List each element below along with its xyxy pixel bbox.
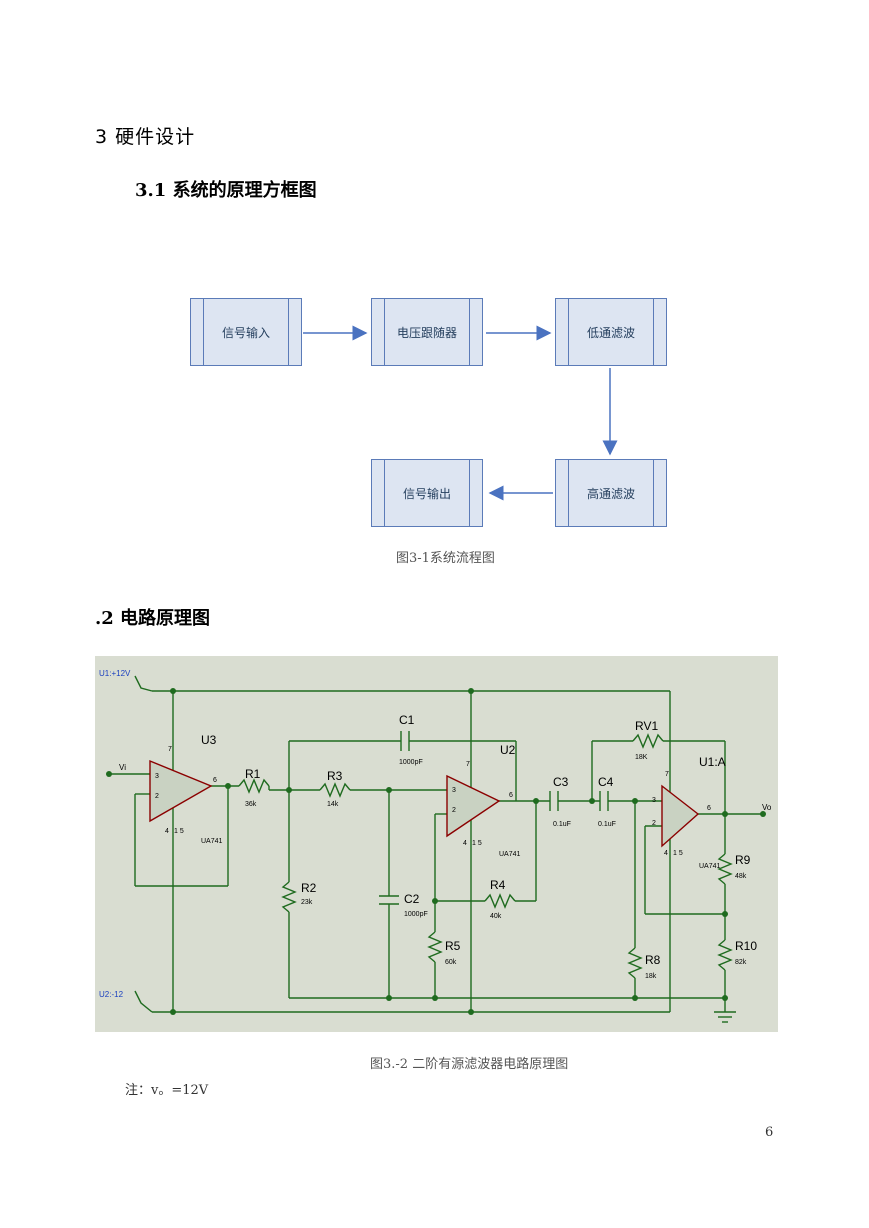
r3-value: 14k [327, 801, 339, 808]
r3-ref: R3 [327, 769, 343, 783]
flow-box-lowpass: 低通滤波 [555, 298, 667, 366]
r9-ref: R9 [735, 853, 751, 867]
opamp-u1-label: U1:A [699, 755, 726, 769]
rv1-ref: RV1 [635, 719, 658, 733]
r2-value: 23k [301, 899, 313, 906]
opamp-u1-part: UA741 [699, 863, 721, 870]
opamp-pin-number: 6 [509, 792, 513, 799]
opamp-pin-number: 7 [168, 746, 172, 753]
opamp-pin-number: 3 [452, 787, 456, 794]
r5-value: 60k [445, 959, 457, 966]
opamp-u3-part: UA741 [201, 838, 223, 845]
rv1-value: 18K [635, 754, 648, 761]
opamp-pin-number: 1 5 [472, 840, 482, 847]
flow-box-voltage-follower: 电压跟随器 [371, 298, 483, 366]
flowchart-caption: 图3-1系统流程图 [396, 551, 495, 566]
chapter-heading: 3 硬件设计 [95, 126, 196, 148]
r1-ref: R1 [245, 767, 261, 781]
r5-ref: R5 [445, 939, 461, 953]
opamp-pin-number: 3 [155, 773, 159, 780]
output-label: Vo [762, 803, 772, 812]
r9-value: 48k [735, 873, 747, 880]
c1-ref: C1 [399, 713, 415, 727]
circuit-schematic: U1:+12V U2:-12 Vi Vo U3 UA741 U2 UA741 U… [95, 656, 778, 1032]
opamp-pin-number: 1 5 [673, 850, 683, 857]
r8-ref: R8 [645, 953, 661, 967]
section-heading-block-diagram: 3.1 系统的原理方框图 [135, 180, 317, 201]
opamp-pin-number: 6 [213, 777, 217, 784]
opamp-pin-number: 6 [707, 805, 711, 812]
opamp-u2-label: U2 [500, 743, 516, 757]
supply-pos-label: U1:+12V [99, 669, 131, 678]
circuit-caption: 图3.-2 二阶有源滤波器电路原理图 [370, 1057, 569, 1072]
opamp-pin-number: 4 [664, 850, 668, 857]
r8-value: 18k [645, 973, 657, 980]
c4-ref: C4 [598, 775, 614, 789]
note: 注：v。=12V [125, 1083, 209, 1098]
flow-box-signal-output: 信号输出 [371, 459, 483, 527]
opamp-pin-number: 2 [155, 793, 159, 800]
opamp-u1-symbol [661, 784, 700, 848]
r1-value: 36k [245, 801, 257, 808]
opamp-u2-symbol [446, 774, 501, 838]
page-number: 6 [765, 1125, 774, 1140]
opamp-pin-number: 4 [165, 828, 169, 835]
opamp-pin-number: 2 [652, 820, 656, 827]
opamp-pin-number: 2 [452, 807, 456, 814]
c2-ref: C2 [404, 892, 420, 906]
c2-value: 1000pF [404, 911, 428, 918]
c3-value: 0.1uF [553, 821, 571, 828]
supply-neg-label: U2:-12 [99, 990, 124, 999]
opamp-u2-part: UA741 [499, 851, 521, 858]
flow-box-highpass: 高通滤波 [555, 459, 667, 527]
r4-ref: R4 [490, 878, 506, 892]
opamp-pin-number: 3 [652, 797, 656, 804]
flow-box-signal-input: 信号输入 [190, 298, 302, 366]
r10-ref: R10 [735, 939, 757, 953]
opamp-pin-number: 4 [463, 840, 467, 847]
c1-value: 1000pF [399, 759, 423, 766]
section-heading-circuit: .2 电路原理图 [95, 608, 211, 629]
opamp-pin-number: 7 [466, 761, 470, 768]
r4-value: 40k [490, 913, 502, 920]
opamp-pin-number: 1 5 [174, 828, 184, 835]
c3-ref: C3 [553, 775, 569, 789]
opamp-u3-label: U3 [201, 733, 217, 747]
c4-value: 0.1uF [598, 821, 616, 828]
input-label: Vi [119, 763, 126, 772]
r2-ref: R2 [301, 881, 317, 895]
r10-value: 82k [735, 959, 747, 966]
flowchart-arrows [303, 325, 618, 501]
opamp-pin-number: 7 [665, 771, 669, 778]
opamp-u3-symbol [149, 759, 213, 823]
